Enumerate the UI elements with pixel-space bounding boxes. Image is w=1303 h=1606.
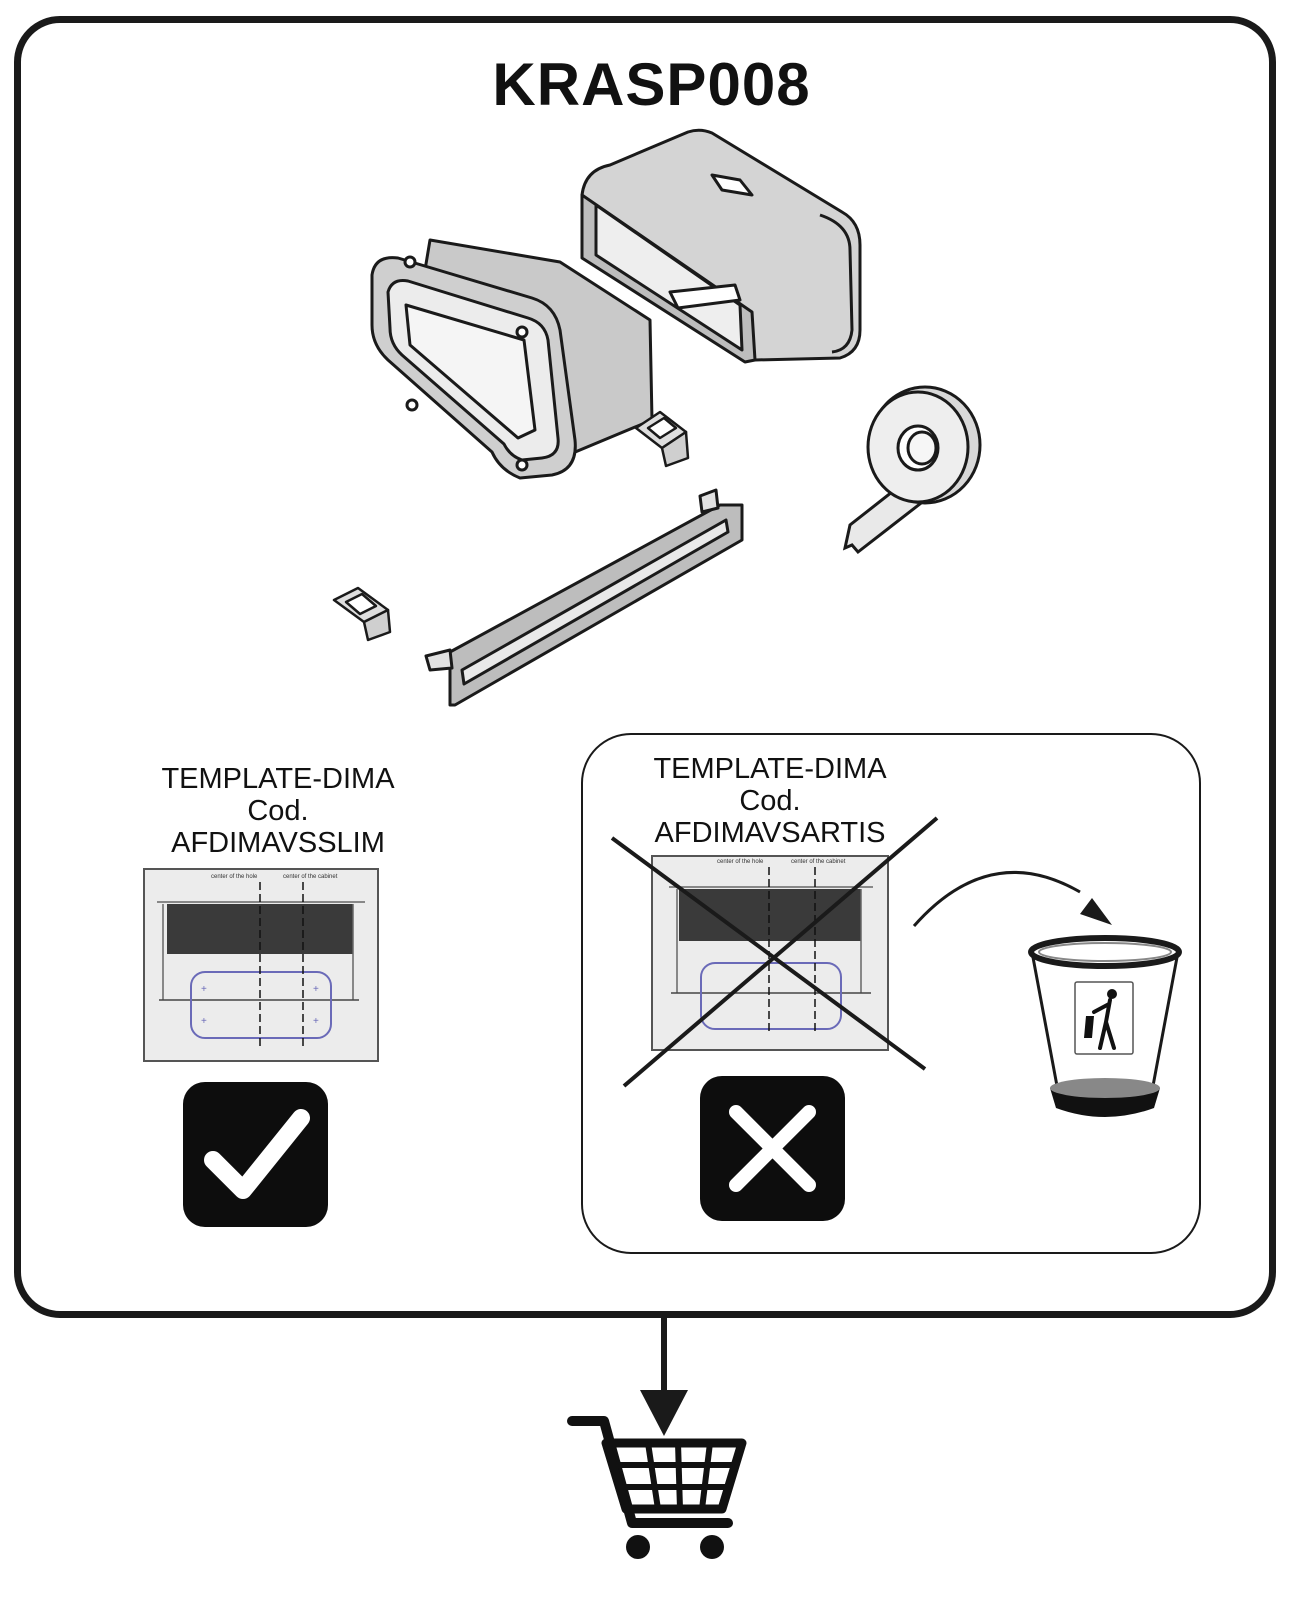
check-icon bbox=[204, 1109, 310, 1199]
accepted-badge bbox=[183, 1082, 328, 1227]
trash-bin-icon bbox=[1028, 935, 1182, 1117]
bracket-part bbox=[332, 586, 392, 642]
accepted-template-name: TEMPLATE-DIMA bbox=[161, 763, 395, 795]
rejected-template-drawing: center of the hole center of the cabinet bbox=[651, 855, 889, 1051]
accepted-template-label: TEMPLATE-DIMA Cod. AFDIMAVSSLIM bbox=[118, 763, 438, 859]
kit-code-title: KRASP008 bbox=[492, 51, 811, 118]
cabinet-center-mark: center of the cabinet bbox=[791, 859, 846, 865]
bracket-part bbox=[634, 410, 690, 468]
rejected-template-cod: Cod. bbox=[739, 785, 801, 817]
svg-text:+: + bbox=[201, 1016, 207, 1027]
cross-icon bbox=[729, 1105, 816, 1192]
rejected-template-label: TEMPLATE-DIMA Cod. AFDIMAVSARTIS bbox=[610, 753, 930, 849]
rail-part bbox=[424, 488, 744, 707]
rejected-template-code: AFDIMAVSARTIS bbox=[654, 817, 886, 849]
accepted-template-drawing: center of the hole center of the cabinet… bbox=[143, 868, 379, 1062]
kit-frame bbox=[14, 16, 1276, 1318]
rejected-template-box bbox=[581, 733, 1201, 1254]
flanged-duct-part bbox=[370, 238, 654, 480]
rejected-template-name: TEMPLATE-DIMA bbox=[653, 753, 887, 785]
svg-text:+: + bbox=[313, 1016, 319, 1027]
shopping-cart-icon bbox=[567, 1416, 747, 1559]
cabinet-center-mark: center of the cabinet bbox=[283, 874, 338, 880]
rejected-badge bbox=[700, 1076, 845, 1221]
hole-center-mark: center of the hole bbox=[717, 859, 764, 865]
accepted-template-cod: Cod. bbox=[247, 795, 309, 827]
hole-center-mark: center of the hole bbox=[211, 874, 258, 880]
svg-text:+: + bbox=[201, 984, 207, 995]
svg-text:+: + bbox=[313, 984, 319, 995]
duct-sleeve-part bbox=[580, 128, 862, 364]
tape-roll-part bbox=[842, 385, 982, 555]
accepted-template-code: AFDIMAVSSLIM bbox=[171, 827, 385, 859]
